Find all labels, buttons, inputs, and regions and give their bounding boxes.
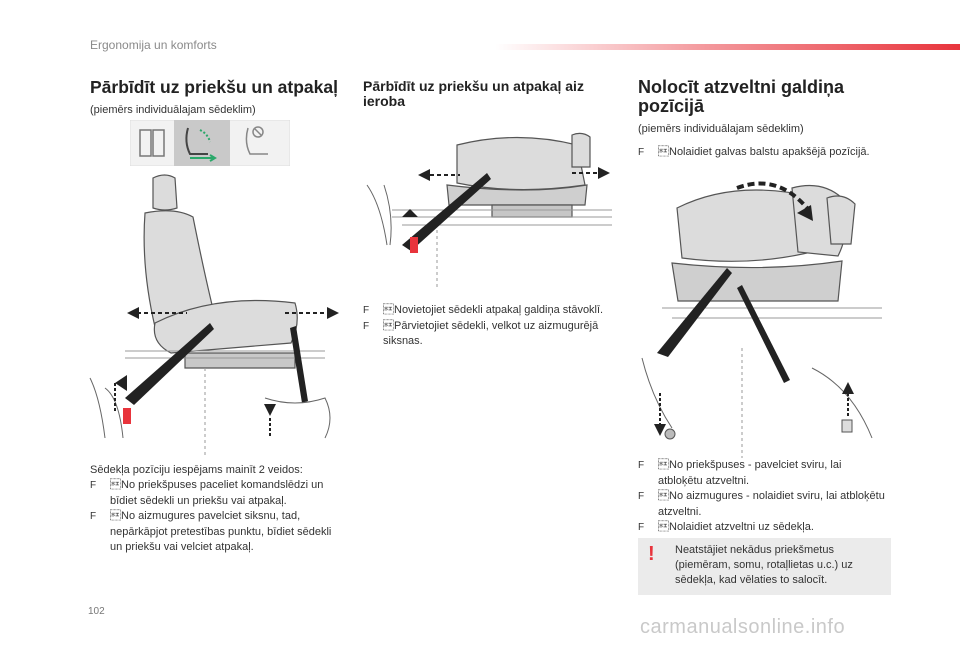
warning-icon: !: [648, 543, 655, 565]
header-accent-bar: [495, 44, 960, 50]
list-item: FNo aizmugures pavelciet siksnu, tad, ne…: [90, 509, 340, 556]
col1-bullet-list: FNo priekšpuses paceliet komandslēdzi un…: [90, 478, 340, 556]
col1-heading: Pārbīdīt uz priekšu un atpakaļ: [90, 77, 338, 97]
bullet-marker: F: [638, 460, 645, 471]
col3-bullet-list: FNo priekšpuses - pavelciet sviru, lai a…: [638, 458, 888, 536]
list-item: FNo aizmugures - nolaidiet sviru, lai at…: [638, 489, 888, 520]
seat-slide-illustration: [89, 174, 339, 458]
seat-slide-icon: [185, 127, 217, 162]
front-lever-highlight: [123, 408, 131, 424]
page-number: 102: [88, 606, 105, 617]
strap-highlight: [410, 237, 418, 253]
col1-intro: Sēdekļa pozīciju iespējams mainīt 2 veid…: [90, 464, 303, 476]
bullet-marker: F: [363, 320, 370, 332]
seat-stop-illustration: [366, 132, 612, 290]
col2-heading: Pārbīdīt uz priekšu un atpakaļ aiz ierob…: [363, 78, 584, 109]
bullet-marker: F: [638, 522, 645, 533]
col3-note: (piemērs individuālajam sēdeklim): [638, 123, 804, 135]
warning-box: [638, 538, 891, 595]
list-item: FNo priekšpuses paceliet komandslēdzi un…: [90, 478, 340, 509]
col3-heading: Nolocīt atzveltni galdiņa pozīcijā: [638, 77, 845, 116]
col1-note: (piemērs individuālajam sēdeklim): [90, 104, 256, 116]
watermark: carmanualsonline.info: [640, 616, 846, 638]
fold-backrest-illustration: [641, 181, 882, 458]
seat-adjust-icon-strip: [130, 120, 290, 166]
list-item: FNo priekšpuses - pavelciet sviru, lai a…: [638, 458, 888, 489]
bullet-marker: F: [90, 480, 97, 491]
book-icon: [139, 129, 165, 157]
seat-recline-icon: [245, 126, 268, 155]
bullet-marker: F: [638, 491, 645, 502]
section-title: Ergonomija un komforts: [90, 38, 217, 52]
bullet-marker: F: [90, 511, 97, 522]
bullet-marker: F: [638, 147, 645, 158]
bullet-marker: F: [363, 305, 370, 316]
warning-text: Neatstājiet nekādus priekšmetus (piemēra…: [675, 544, 853, 586]
